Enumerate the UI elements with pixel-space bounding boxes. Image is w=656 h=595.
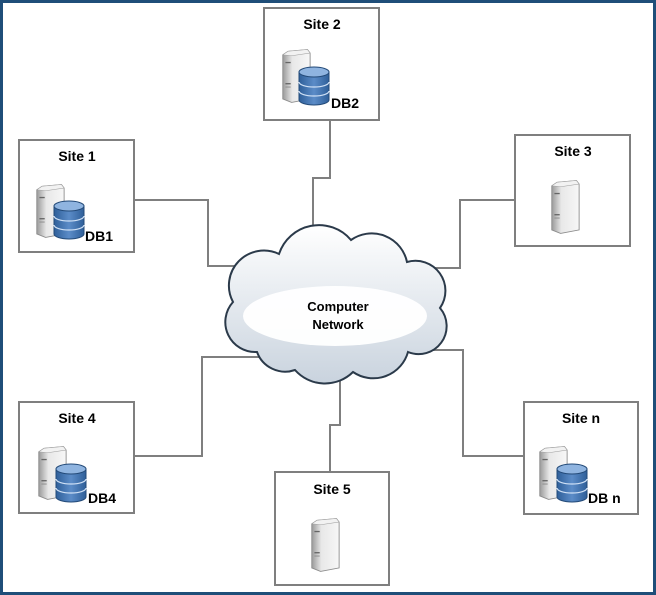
- connector-site-2: [312, 120, 331, 242]
- database-icon: [556, 463, 588, 503]
- db-label: DB1: [85, 228, 113, 244]
- site-5: Site 5: [274, 471, 390, 586]
- site-title: Site 3: [554, 143, 592, 159]
- connector-site-5: [329, 372, 341, 472]
- site-n: Site n DB n: [523, 401, 639, 515]
- site-title: Site 5: [313, 481, 351, 497]
- cloud-label-line1: Computer: [307, 299, 368, 314]
- server-icon: [551, 180, 580, 234]
- db-label: DB2: [331, 95, 359, 111]
- connector-site-4: [134, 356, 260, 457]
- site-title: Site 1: [58, 148, 96, 164]
- site-2: Site 2 DB2: [263, 7, 380, 121]
- site-title: Site 4: [58, 410, 96, 426]
- site-3: Site 3: [514, 134, 631, 247]
- db-label: DB n: [588, 490, 621, 506]
- cloud-label-line2: Network: [312, 317, 364, 332]
- database-icon: [55, 463, 87, 503]
- computer-network-cloud: Computer Network: [224, 224, 448, 385]
- site-1: Site 1 DB1: [18, 139, 135, 253]
- database-icon: [298, 66, 330, 106]
- db-label: DB4: [88, 490, 116, 506]
- site-title: Site n: [562, 410, 600, 426]
- site-4: Site 4 DB4: [18, 401, 135, 514]
- connector-site-n: [408, 349, 524, 457]
- site-title: Site 2: [303, 16, 341, 32]
- connector-site-3: [405, 199, 515, 269]
- database-icon: [53, 200, 85, 240]
- server-icon: [311, 518, 340, 572]
